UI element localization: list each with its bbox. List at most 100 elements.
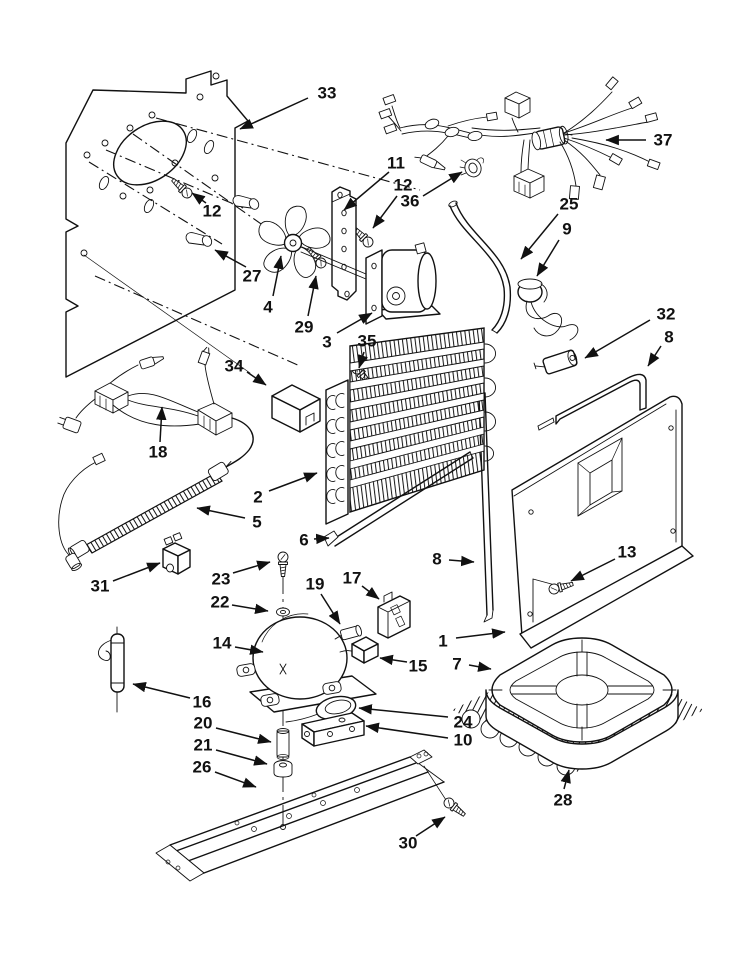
back-cover-panel xyxy=(511,395,694,649)
wire-harness-main xyxy=(378,76,661,200)
grommet-21 xyxy=(273,760,293,778)
motor-bracket xyxy=(331,186,357,301)
callout-number: 1 xyxy=(438,632,447,651)
callout-number: 35 xyxy=(358,332,377,351)
defrost-thermostat xyxy=(517,278,579,341)
callout-31: 31 xyxy=(91,562,161,596)
callout-26: 26 xyxy=(193,758,257,788)
callout-number: 10 xyxy=(454,731,473,750)
fan-blade xyxy=(255,205,333,282)
drain-tube xyxy=(448,200,512,334)
callout-22: 22 xyxy=(211,593,269,615)
callout-number: 22 xyxy=(211,593,230,612)
callout-25: 25 xyxy=(520,195,579,260)
callout-24: 24 xyxy=(358,704,473,732)
callout-number: 34 xyxy=(225,357,244,376)
mounting-clip-b xyxy=(185,232,213,247)
callout-7: 7 xyxy=(452,655,492,674)
callout-36: 36 xyxy=(401,171,463,211)
harness-grommet xyxy=(459,157,484,178)
callout-number: 24 xyxy=(454,713,473,732)
callout-37: 37 xyxy=(605,131,673,150)
spacer-20 xyxy=(276,728,290,760)
callout-4: 4 xyxy=(263,255,284,317)
callout-number: 17 xyxy=(343,569,362,588)
callout-number: 26 xyxy=(193,758,212,777)
callout-5: 5 xyxy=(196,505,262,532)
callout-number: 14 xyxy=(213,634,232,653)
junction-box xyxy=(271,384,321,433)
sensor-probe xyxy=(414,135,449,171)
callout-number: 30 xyxy=(399,834,418,853)
callout-number: 19 xyxy=(306,575,325,594)
callout-number: 8 xyxy=(664,328,673,347)
callout-number: 8 xyxy=(432,550,441,569)
callout-34: 34 xyxy=(225,357,267,386)
evaporator-coil xyxy=(325,327,496,525)
callout-number: 2 xyxy=(253,488,262,507)
defrost-heater xyxy=(58,452,232,572)
mount-block xyxy=(301,712,365,747)
screw-30 xyxy=(441,795,468,820)
callout-number: 32 xyxy=(657,305,676,324)
callout-35: 35 xyxy=(358,332,377,369)
callout-number: 21 xyxy=(194,736,213,755)
alignment-lines xyxy=(83,117,421,374)
callout-2: 2 xyxy=(253,472,318,507)
mounting-clip-a xyxy=(232,195,260,210)
compressor xyxy=(235,613,377,713)
callout-number: 15 xyxy=(409,657,428,676)
callout-15: 15 xyxy=(379,654,428,676)
callout-number: 5 xyxy=(252,513,261,532)
filter-drier xyxy=(98,626,125,713)
callout-10: 10 xyxy=(365,722,473,750)
mounting-rail xyxy=(155,749,447,882)
callout-13: 13 xyxy=(570,543,637,582)
callout-number: 9 xyxy=(562,220,571,239)
callout-number: 13 xyxy=(618,543,637,562)
callout-number: 12 xyxy=(203,202,222,221)
terminal-cover xyxy=(351,636,379,664)
callout-number: 11 xyxy=(387,154,405,173)
callout-number: 3 xyxy=(322,333,331,352)
small-capacitor xyxy=(533,349,578,375)
callout-12: 12 xyxy=(191,192,222,221)
callout-number: 6 xyxy=(299,531,308,550)
capacitor-31 xyxy=(162,532,191,575)
callout-9: 9 xyxy=(536,220,572,277)
callout-number: 20 xyxy=(194,714,213,733)
callout-number: 36 xyxy=(401,192,420,211)
callout-number: 33 xyxy=(318,84,337,103)
callout-number: 29 xyxy=(295,318,314,337)
callout-16: 16 xyxy=(132,681,211,712)
callout-number: 25 xyxy=(560,195,579,214)
drain-pan xyxy=(485,637,679,770)
callout-19: 19 xyxy=(306,575,341,625)
callout-20: 20 xyxy=(194,714,272,744)
callout-8: 8 xyxy=(432,550,475,569)
callout-number: 18 xyxy=(149,443,168,462)
callout-14: 14 xyxy=(213,634,264,655)
callout-3: 3 xyxy=(322,312,373,352)
callout-number: 27 xyxy=(243,267,262,286)
callout-32: 32 xyxy=(584,305,676,359)
callout-27: 27 xyxy=(214,249,262,286)
callout-1: 1 xyxy=(438,628,506,651)
compressor-fitting xyxy=(334,624,362,641)
callout-number: 37 xyxy=(654,131,673,150)
callout-21: 21 xyxy=(194,736,268,766)
callout-17: 17 xyxy=(343,569,380,600)
fan-motor xyxy=(300,242,441,325)
callout-33: 33 xyxy=(239,84,337,130)
callout-30: 30 xyxy=(399,816,446,853)
callout-12: 12 xyxy=(372,176,413,229)
callout-18: 18 xyxy=(149,406,168,462)
callout-number: 7 xyxy=(452,655,461,674)
callout-number: 12 xyxy=(394,176,413,195)
callout-23: 23 xyxy=(212,560,271,589)
callout-28: 28 xyxy=(554,769,572,810)
evaporator-trim xyxy=(323,451,474,547)
